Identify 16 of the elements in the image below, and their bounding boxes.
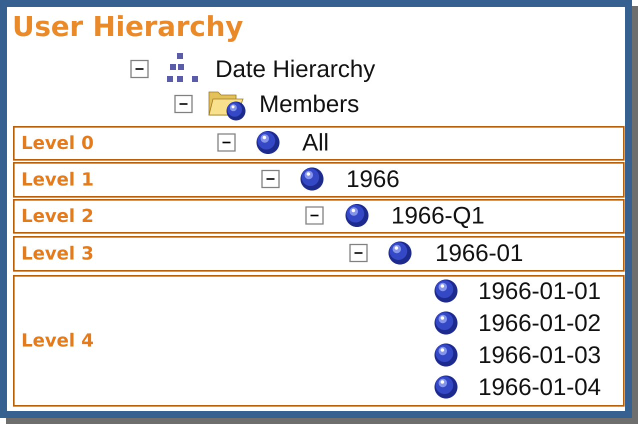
tree-item: 1966-01-03: [480, 346, 600, 364]
tree-item: 1966-Q1: [393, 206, 484, 228]
level-label: Level 0: [22, 135, 93, 150]
level-label: Level 3: [22, 246, 92, 260]
tree-item: 1966: [348, 170, 399, 188]
tree-item: All: [302, 133, 328, 150]
tree-item: Members: [261, 94, 358, 112]
tree-item: Date Hierarchy: [217, 60, 376, 82]
tree-item: 1966-01-01: [480, 282, 600, 300]
level-label: Level 1: [22, 172, 93, 186]
title: User Hierarchy: [14, 15, 243, 42]
tree-item: 1966-01-04: [480, 378, 600, 396]
level-label: Level 4: [22, 332, 93, 347]
tree-item: 1966-01: [437, 244, 522, 262]
level-label: Level 2: [22, 208, 92, 222]
tree-item: 1966-01-02: [480, 314, 600, 332]
